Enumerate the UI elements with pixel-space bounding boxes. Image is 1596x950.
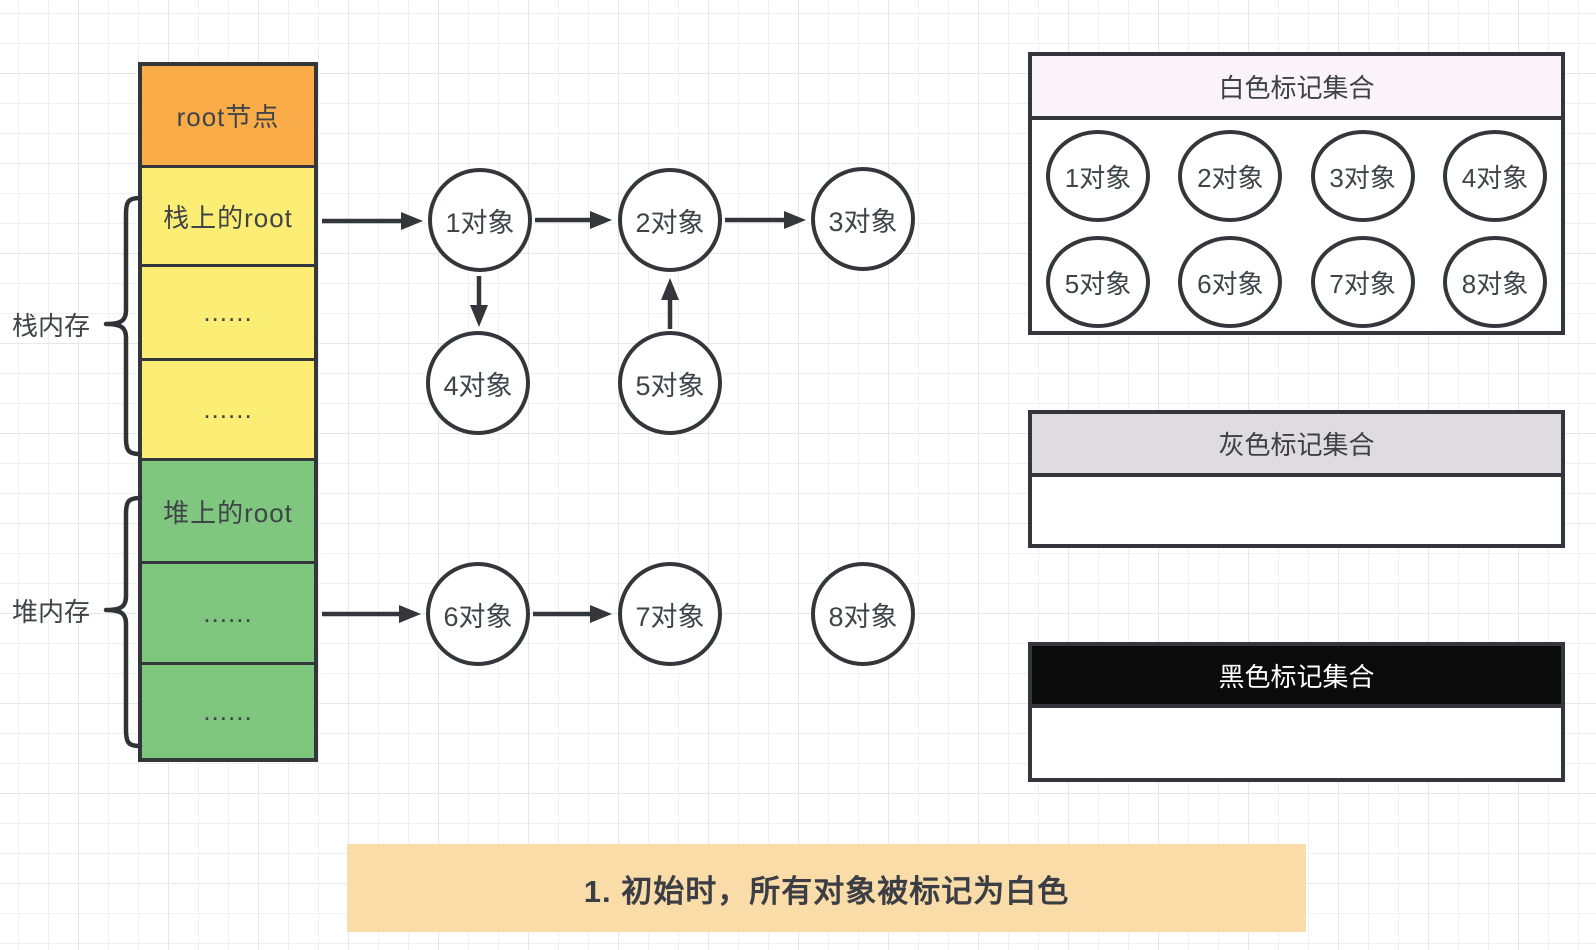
brace-path — [103, 495, 143, 749]
graph-node-obj3: 3对象 — [811, 167, 915, 271]
gray-mark-set-panel: 灰色标记集合 — [1028, 410, 1565, 548]
white-set-node-obj3: 3对象 — [1310, 130, 1415, 222]
white-set-node-obj4: 4对象 — [1442, 130, 1547, 222]
memory-row-stack-root: 栈上的root — [142, 168, 314, 267]
white-set-node-obj1: 1对象 — [1046, 130, 1150, 222]
stack-memory-label: 栈内存 — [12, 311, 91, 341]
white-mark-set-title: 白色标记集合 — [1032, 56, 1561, 120]
memory-row-heap-root: 堆上的root — [142, 461, 314, 564]
memory-row-stack-ellipsis-1: ...... — [142, 267, 314, 361]
stack-memory-brace — [103, 195, 143, 457]
white-set-node-obj2: 2对象 — [1178, 130, 1283, 222]
graph-node-obj4: 4对象 — [426, 331, 530, 435]
graph-node-obj5: 5对象 — [618, 331, 722, 435]
white-set-row-1: 1对象 2对象 3对象 4对象 — [1046, 130, 1547, 222]
graph-node-obj7: 7对象 — [618, 562, 722, 666]
graph-node-obj1: 1对象 — [428, 168, 532, 272]
memory-column: root节点 栈上的root ...... ...... 堆上的root ...… — [138, 62, 318, 762]
graph-node-obj2: 2对象 — [618, 168, 722, 272]
white-set-node-obj6: 6对象 — [1178, 236, 1283, 328]
memory-row-stack-ellipsis-2: ...... — [142, 361, 314, 461]
white-set-row-2: 5对象 6对象 7对象 8对象 — [1046, 236, 1547, 328]
heap-memory-brace — [103, 495, 143, 749]
black-mark-set-title: 黑色标记集合 — [1032, 646, 1561, 708]
white-mark-set-body: 1对象 2对象 3对象 4对象 5对象 6对象 7对象 8对象 — [1032, 120, 1561, 328]
step-caption: 1. 初始时，所有对象被标记为白色 — [347, 844, 1306, 932]
white-mark-set-panel: 白色标记集合 1对象 2对象 3对象 4对象 5对象 6对象 7对象 8对象 — [1028, 52, 1565, 335]
gray-mark-set-body — [1032, 477, 1561, 540]
black-mark-set-panel: 黑色标记集合 — [1028, 642, 1565, 782]
memory-row-root-node: root节点 — [142, 66, 314, 168]
memory-row-heap-ellipsis-2: ...... — [142, 665, 314, 758]
gray-mark-set-title: 灰色标记集合 — [1032, 414, 1561, 477]
heap-memory-label: 堆内存 — [12, 597, 91, 627]
white-set-node-obj8: 8对象 — [1442, 236, 1547, 328]
brace-path — [103, 195, 143, 457]
memory-row-heap-ellipsis-1: ...... — [142, 564, 314, 665]
white-set-node-obj7: 7对象 — [1310, 236, 1415, 328]
graph-node-obj8: 8对象 — [811, 562, 915, 666]
white-set-node-obj5: 5对象 — [1046, 236, 1150, 328]
black-mark-set-body — [1032, 708, 1561, 774]
graph-node-obj6: 6对象 — [426, 562, 530, 666]
